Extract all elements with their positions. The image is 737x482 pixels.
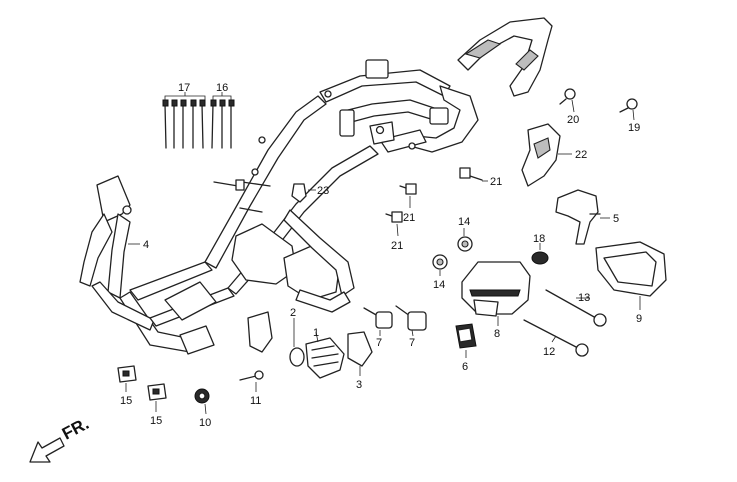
callout-15-a: 15 [120,395,132,407]
callout-21-a: 21 [490,176,502,188]
grommet-18 [531,243,549,265]
callout-labels: 17 16 23 4 20 19 22 21 21 21 14 14 18 5 … [120,82,642,429]
callout-9: 9 [636,313,642,325]
callout-13: 13 [578,292,590,304]
clip-23 [291,183,316,203]
damper-6 [455,323,477,358]
bracket-22 [521,123,572,187]
callout-20: 20 [567,114,579,126]
front-direction-arrow-icon [29,437,65,463]
rear-grab-rail [457,17,553,97]
callout-19: 19 [628,122,640,134]
cable-ties [162,92,235,149]
callout-21-c: 21 [391,240,403,252]
main-frame [79,59,479,355]
nut-10 [194,388,210,415]
clamp-2 [289,318,305,367]
callout-18: 18 [533,233,545,245]
callout-21-b: 21 [403,212,415,224]
bolt-13 [545,289,607,327]
nuts-14 [432,228,473,276]
screw-19 [619,98,638,121]
callout-22: 22 [575,149,587,161]
callout-23: 23 [317,185,329,197]
callout-7-b: 7 [409,337,415,349]
intake-boot-1 [305,331,345,379]
callout-17: 17 [178,82,190,94]
front-direction-label: FR. [59,414,92,444]
bolt-11 [239,370,264,392]
callout-4: 4 [143,239,149,251]
flange-bolts-21 [385,167,488,237]
module-8 [461,261,531,326]
callout-6: 6 [462,361,468,373]
callout-7-a: 7 [376,337,382,349]
front-direction-indicator: FR. [29,414,92,463]
callout-12: 12 [543,346,555,358]
callout-14-b: 14 [433,279,445,291]
frame-bolt [213,179,245,191]
bracket-5 [555,189,610,245]
callout-1: 1 [313,327,319,339]
callout-14-a: 14 [458,216,470,228]
callout-10: 10 [199,417,211,429]
screw-20 [559,88,576,113]
band-3 [347,331,373,376]
callout-2: 2 [290,307,296,319]
callout-8: 8 [494,328,500,340]
mounts-7 [363,305,427,337]
clips-15 [117,365,167,412]
callout-3: 3 [356,379,362,391]
callout-5: 5 [613,213,619,225]
callout-15-b: 15 [150,415,162,427]
bolt-12 [523,319,589,357]
callout-11: 11 [250,395,261,407]
callout-16: 16 [216,82,228,94]
battery-box-9 [595,241,667,310]
